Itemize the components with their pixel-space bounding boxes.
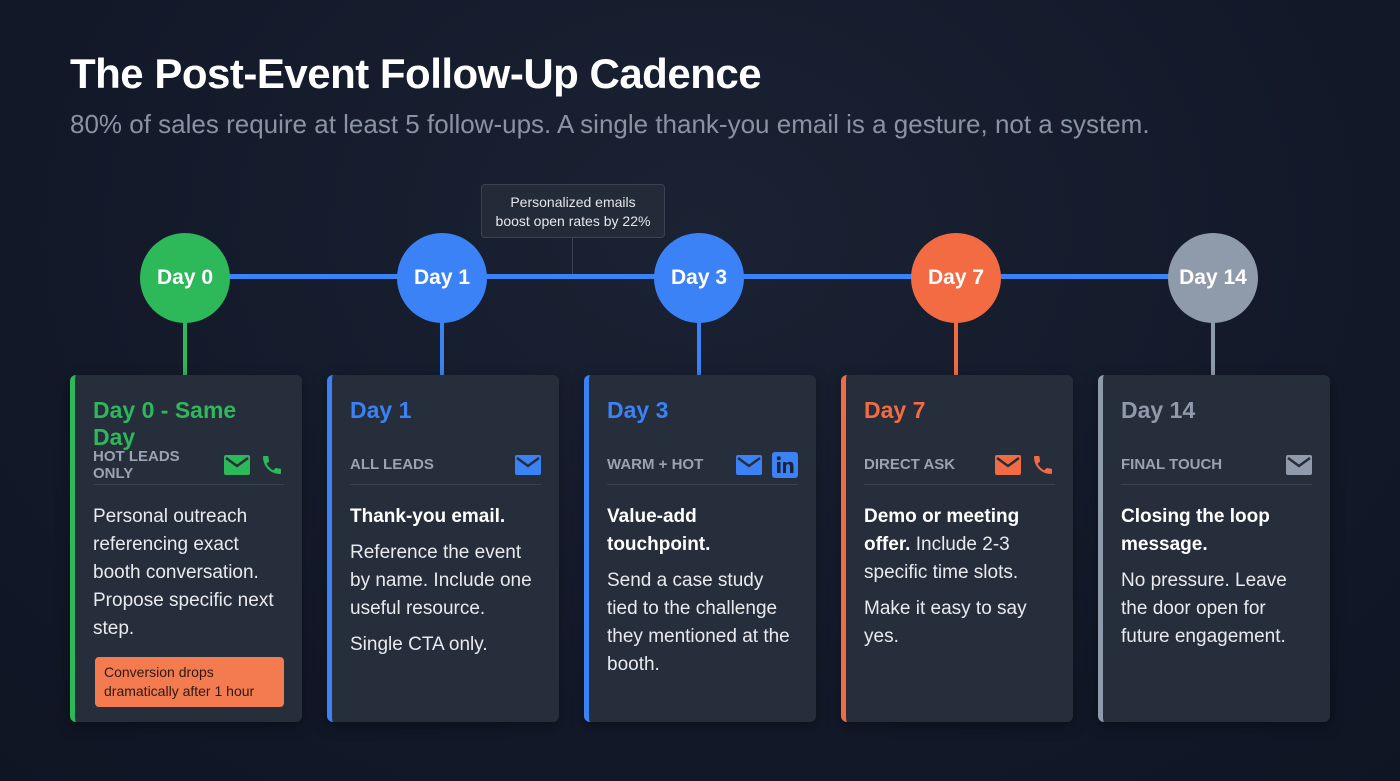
card-body: Value-add touchpoint. Send a case study t… (607, 503, 798, 679)
timeline-node: Day 7 (911, 233, 1001, 323)
channel-icons (995, 453, 1055, 477)
card-lead: Demo or meeting offer. (864, 506, 1020, 555)
email-icon (1286, 454, 1312, 475)
card-lead: Closing the loop message. (1121, 506, 1270, 555)
card-title: Day 0 - Same Day (93, 397, 237, 450)
stat-callout: Personalized emails boost open rates by … (481, 184, 665, 238)
channel-icons (224, 453, 284, 477)
node-connector (954, 320, 958, 376)
card-audience-label: WARM + HOT (607, 456, 704, 473)
channel-icons (515, 454, 541, 475)
callout-line-1: Personalized emails (510, 194, 636, 210)
card-body: Thank-you email. Reference the event by n… (350, 503, 541, 659)
card-text: Send a case study tied to the challenge … (607, 570, 790, 675)
channel-icons (736, 451, 798, 478)
card-extra: Single CTA only. (350, 634, 488, 655)
card-audience-label: HOT LEADS ONLY (93, 447, 180, 482)
email-icon (736, 454, 762, 475)
card-title: Day 14 (1121, 397, 1196, 423)
email-icon (515, 454, 541, 475)
email-icon (224, 454, 250, 475)
node-connector (440, 320, 444, 376)
timeline-node: Day 14 (1168, 233, 1258, 323)
tooltip-connector (572, 238, 573, 274)
step-card: Day 0 - Same Day HOT LEADS ONLY Personal… (70, 375, 302, 722)
page-subtitle: 80% of sales require at least 5 follow-u… (70, 109, 1150, 139)
card-text: Include 2-3 specific time slots. (864, 534, 1019, 583)
node-connector (183, 320, 187, 376)
email-icon (995, 454, 1021, 475)
timeline-node: Day 0 (140, 233, 230, 323)
card-body: Demo or meeting offer. Include 2-3 speci… (864, 503, 1055, 651)
phone-icon (1031, 453, 1055, 477)
timeline-node: Day 1 (397, 233, 487, 323)
channel-icons (1286, 454, 1312, 475)
step-card: Day 1 ALL LEADS Thank-you email. Referenc… (327, 375, 559, 722)
card-extra: Make it easy to say yes. (864, 598, 1027, 647)
warning-badge: Conversion drops dramatically after 1 ho… (95, 657, 284, 707)
callout-line-2: boost open rates by 22% (495, 213, 651, 229)
card-text: No pressure. Leave the door open for fut… (1121, 570, 1287, 647)
node-connector (1211, 320, 1215, 376)
card-audience-label: FINAL TOUCH (1121, 456, 1223, 473)
step-card: Day 3 WARM + HOT Value-add touchpoint. Se… (584, 375, 816, 722)
card-audience-label: ALL LEADS (350, 456, 434, 473)
card-text: Reference the event by name. Include one… (350, 542, 532, 619)
card-title: Day 1 (350, 397, 412, 423)
card-lead: Thank-you email. (350, 506, 506, 527)
card-lead: Value-add touchpoint. (607, 506, 711, 555)
card-text: Personal outreach referencing exact boot… (93, 506, 274, 639)
page-title: The Post-Event Follow-Up Cadence (70, 50, 762, 97)
card-title: Day 7 (864, 397, 926, 423)
step-card: Day 7 DIRECT ASK Demo or meeting offer. … (841, 375, 1073, 722)
card-title: Day 3 (607, 397, 669, 423)
node-connector (697, 320, 701, 376)
card-body: Personal outreach referencing exact boot… (93, 503, 284, 707)
timeline-node: Day 3 (654, 233, 744, 323)
card-audience-label: DIRECT ASK (864, 456, 956, 473)
phone-icon (260, 453, 284, 477)
linkedin-icon (772, 451, 798, 478)
step-card: Day 14 FINAL TOUCH Closing the loop mess… (1098, 375, 1330, 722)
card-body: Closing the loop message. No pressure. Le… (1121, 503, 1312, 651)
